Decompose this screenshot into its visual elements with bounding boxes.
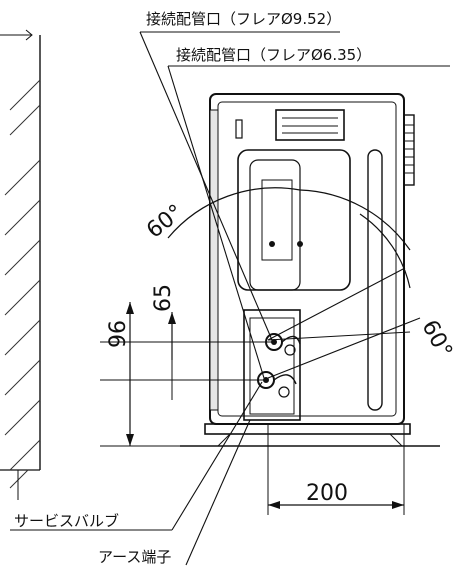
label-connection-pipe-small: 接続配管口（フレアØ6.35） (176, 46, 371, 64)
dimension-height-96: 96 (106, 320, 131, 348)
dimension-height-65: 65 (151, 284, 176, 312)
dimension-width-200: 200 (306, 481, 348, 506)
dimension-lines (100, 302, 405, 515)
angle-guides (167, 187, 421, 379)
wall-hatching (4, 79, 41, 489)
dimension-angle-right: 60° (416, 316, 456, 362)
label-earth-terminal: アース端子 (98, 548, 171, 566)
dimension-angle-left: 60° (142, 200, 188, 244)
label-service-valve: サービスバルブ (14, 512, 119, 530)
leader-lines (10, 31, 450, 566)
label-connection-pipe-large: 接続配管口（フレアØ9.52） (146, 10, 341, 28)
wall (0, 29, 41, 500)
